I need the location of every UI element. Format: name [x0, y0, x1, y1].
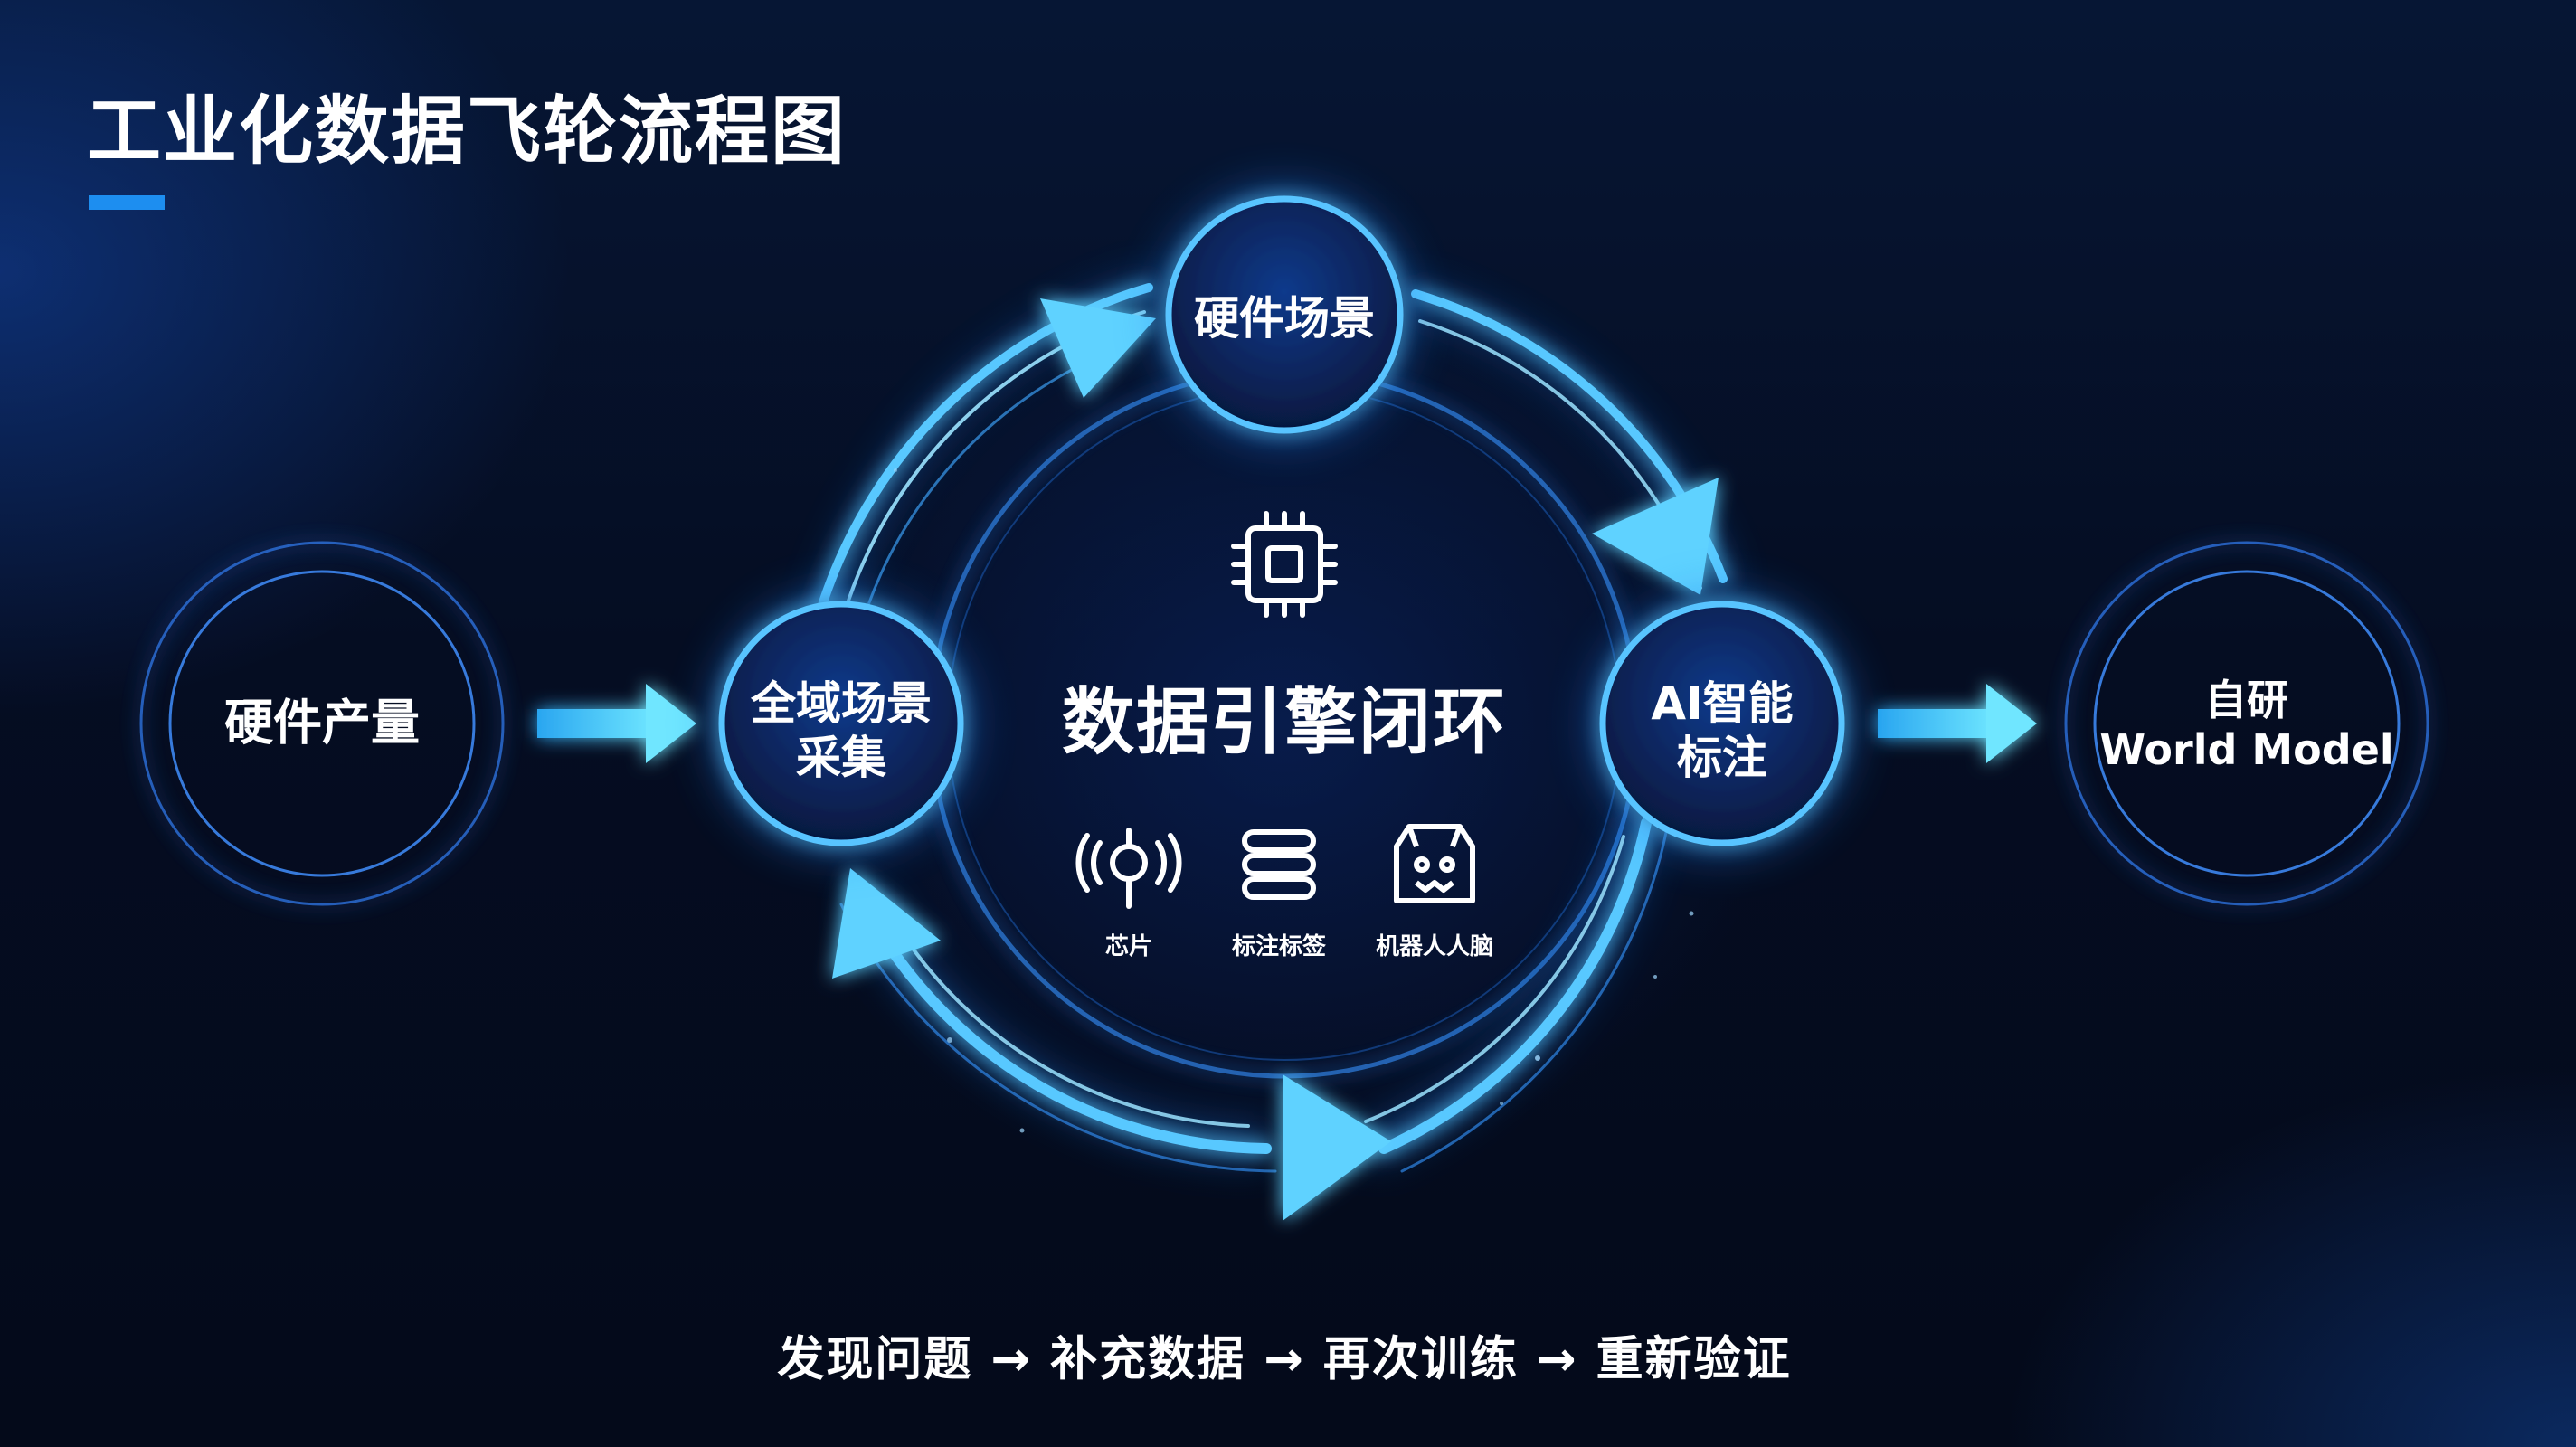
node-world-model-line2: World Model [2099, 725, 2394, 774]
node-hardware-scene-label: 硬件场景 [1194, 292, 1375, 345]
center-item-label-signal: 芯片 [1104, 933, 1153, 960]
center-item-label-layers: 标注标签 [1231, 933, 1327, 960]
bottom-flow-text: 发现问题 → 补充数据 → 再次训练 → 重新验证 [777, 1332, 1792, 1387]
sparkles [894, 468, 1694, 1133]
node-ai-labeling-line2: 标注 [1677, 732, 1767, 784]
signal-icon [1075, 828, 1182, 909]
node-world-model-line1: 自研 [2205, 675, 2288, 724]
node-hardware-scene: 硬件场景 [1194, 291, 1375, 345]
center-item-label-robot: 机器人人脑 [1375, 933, 1494, 960]
node-ai-labeling-line1: AI智能 [1651, 677, 1794, 730]
node-domain-capture-shape [706, 588, 977, 859]
hardware-output-rings [139, 541, 505, 906]
node-domain-capture: 全域场景 采集 [751, 676, 932, 785]
node-domain-capture-line1: 全域场景 [751, 677, 932, 730]
title-underline [89, 195, 165, 210]
robot-icon [1394, 824, 1475, 903]
arrow-right [1878, 684, 2037, 763]
node-domain-capture-line2: 采集 [796, 732, 886, 784]
chip-icon [1231, 511, 1338, 618]
page-title: 工业化数据飞轮流程图 [87, 89, 848, 175]
node-ai-labeling-shape [1586, 588, 1858, 859]
arrow-left [537, 684, 696, 763]
flywheel-streams [810, 276, 1732, 1173]
center-title: 数据引擎闭环 [1062, 680, 1507, 764]
loop-arrowhead-bottom [1283, 1074, 1391, 1221]
loop-arrowhead-right [1592, 478, 1719, 595]
node-hardware-scene-shape [1152, 183, 1416, 447]
loop-arrowhead-top [1040, 298, 1156, 398]
node-hardware-output-label: 硬件产量 [224, 694, 420, 752]
loop-arrowhead-left [832, 868, 941, 979]
node-hardware-output: 硬件产量 [224, 695, 420, 753]
node-ai-labeling: AI智能 标注 [1651, 676, 1793, 785]
node-world-model: 自研 World Model [2099, 676, 2393, 775]
world-model-rings [2064, 541, 2429, 906]
layers-icon [1242, 829, 1316, 900]
